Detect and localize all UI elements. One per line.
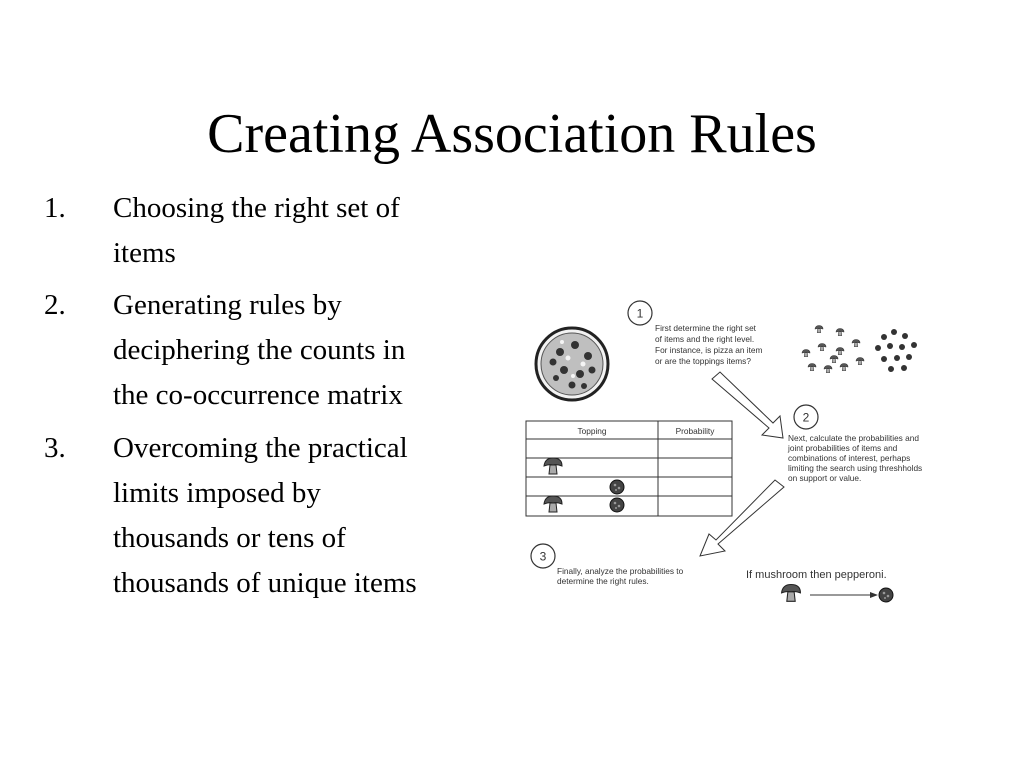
list-item-line: the co-occurrence matrix <box>113 379 403 411</box>
step-2-line: limiting the search using threshholds <box>788 463 922 473</box>
list-item-number: 1. <box>44 192 66 224</box>
pepperoni-toppings-cluster <box>875 329 917 372</box>
table-header-topping: Topping <box>577 426 606 436</box>
list-item-line: thousands or tens of <box>113 522 346 554</box>
mushroom-toppings-cluster <box>801 325 865 373</box>
list-item-text: Generating rules by deciphering the coun… <box>113 283 493 418</box>
step-1-number: 1 <box>637 307 644 321</box>
step-1-line: of items and the right level. <box>655 334 754 344</box>
list-item-line: items <box>113 237 176 269</box>
step-2-text: Next, calculate the probabilities and jo… <box>787 433 925 483</box>
step-2-line: combinations of interest, perhaps <box>788 453 910 463</box>
rule-text: If mushroom then pepperoni. <box>746 569 887 581</box>
list-item-line: Generating rules by <box>113 289 342 321</box>
arrowhead-icon <box>870 592 878 598</box>
step-2-number: 2 <box>803 411 810 425</box>
step-2-line: Next, calculate the probabilities and <box>788 433 919 443</box>
list-item-line: deciphering the counts in <box>113 334 406 366</box>
list-item-line: Choosing the right set of <box>113 192 400 224</box>
step-3-number: 3 <box>540 550 547 564</box>
list-item-line: Overcoming the practical <box>113 432 408 464</box>
step-1-line: or are the toppings items? <box>655 356 751 366</box>
step-3-badge <box>530 543 556 569</box>
probability-table: Topping Probability <box>525 420 733 517</box>
pepperoni-icon <box>878 587 894 603</box>
step-3-line: Finally, analyze the probabilities to <box>557 566 684 576</box>
pepperoni-icon <box>609 479 625 495</box>
table-header-probability: Probability <box>676 426 716 436</box>
step-1-text: First determine the right set of items a… <box>655 323 765 366</box>
arrow-icon <box>711 371 784 439</box>
list-item-line: limits imposed by <box>113 477 321 509</box>
pepperoni-icon <box>609 497 625 513</box>
step-3-text: Finally, analyze the probabilities to de… <box>557 566 686 586</box>
list-item-text: Choosing the right set of items <box>113 186 493 276</box>
pizza-icon <box>534 326 610 402</box>
step-1-badge <box>627 300 653 326</box>
step-2-line: on support or value. <box>788 473 861 483</box>
arrow-icon <box>699 479 785 557</box>
mushroom-icon <box>781 583 801 602</box>
step-2-badge <box>793 404 819 430</box>
step-1-line: First determine the right set <box>655 323 757 333</box>
step-1-line: For instance, is pizza an item <box>655 345 763 355</box>
step-2-line: joint probabilities of items and <box>787 443 898 453</box>
list-item-text: Overcoming the practical limits imposed … <box>113 426 493 606</box>
association-rules-diagram: 1 First determine the right set of items… <box>525 300 925 603</box>
list-item-number: 3. <box>44 432 66 464</box>
list-item-line: thousands of unique items <box>113 567 417 599</box>
list-item-number: 2. <box>44 289 66 321</box>
step-3-line: determine the right rules. <box>557 576 649 586</box>
slide-title: Creating Association Rules <box>207 103 817 165</box>
